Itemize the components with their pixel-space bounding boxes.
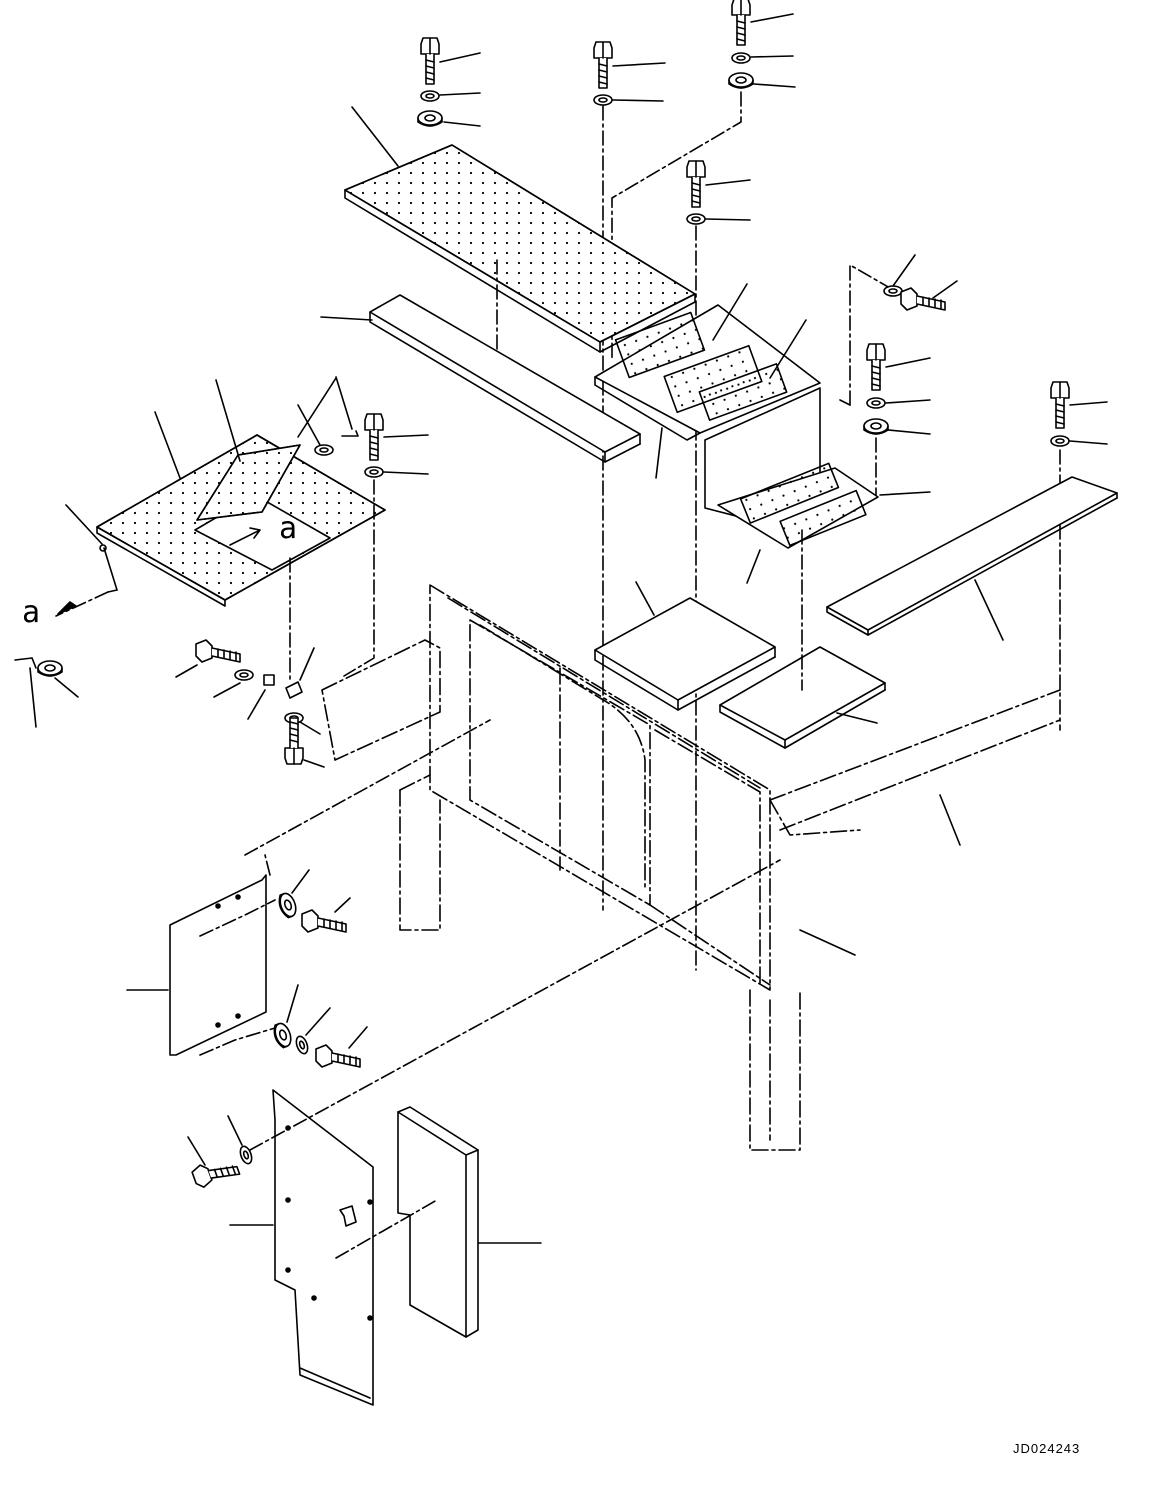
side-panel — [169, 874, 267, 1056]
lock-washer-icon — [364, 466, 384, 478]
insulation-pad — [369, 294, 641, 463]
view-marker-a: a — [22, 595, 40, 630]
pin-clip-icon — [14, 657, 37, 669]
bolt-icon — [866, 343, 886, 391]
washer-icon — [417, 110, 443, 127]
view-marker-a: a — [279, 511, 297, 546]
door-panel — [272, 1089, 374, 1406]
bolt-icon — [1050, 381, 1070, 429]
bolt-icon — [686, 160, 706, 208]
bolt-icon — [195, 639, 241, 663]
radiator-guard-frame — [321, 584, 1061, 1151]
bolt-icon — [284, 717, 304, 765]
lock-washer-icon — [234, 669, 254, 681]
pin-clip-icon — [99, 544, 118, 593]
insulation-pad — [594, 597, 776, 711]
pin-clip-icon — [341, 430, 359, 437]
insulation-pad — [397, 1106, 479, 1338]
bolt-icon — [900, 287, 946, 311]
lock-washer-icon — [593, 94, 613, 106]
lock-washer-icon — [237, 1144, 255, 1166]
perforated-cover-plate — [826, 476, 1118, 636]
pin-clip-icon — [285, 681, 303, 699]
bolt-icon — [301, 909, 347, 933]
washer-icon — [270, 1020, 295, 1050]
lock-washer-icon — [883, 285, 903, 297]
lock-washer-icon — [686, 213, 706, 225]
lock-washer-icon — [731, 52, 751, 64]
washer-icon — [863, 418, 889, 435]
insulation-pad — [719, 646, 886, 749]
bolt-icon — [731, 0, 751, 46]
bolt-icon — [364, 413, 384, 461]
perforated-cover-plate — [594, 304, 879, 549]
pin-clip-icon — [263, 674, 275, 686]
perforated-cover-plate — [344, 144, 696, 353]
hinged-inspection-lid — [96, 434, 386, 607]
bolt-icon — [189, 1152, 241, 1190]
washer-icon — [37, 660, 63, 677]
bolt-icon — [420, 37, 440, 85]
lock-washer-icon — [1050, 435, 1070, 447]
bolt-icon — [593, 41, 613, 89]
lock-washer-icon — [866, 397, 886, 409]
lock-washer-icon — [293, 1034, 311, 1056]
bolt-icon — [315, 1044, 361, 1068]
lock-washer-icon — [420, 90, 440, 102]
washer-icon — [275, 890, 300, 920]
washer-icon — [314, 444, 334, 456]
washer-icon — [728, 72, 754, 89]
drawing-number: JD024243 — [1013, 1441, 1080, 1456]
